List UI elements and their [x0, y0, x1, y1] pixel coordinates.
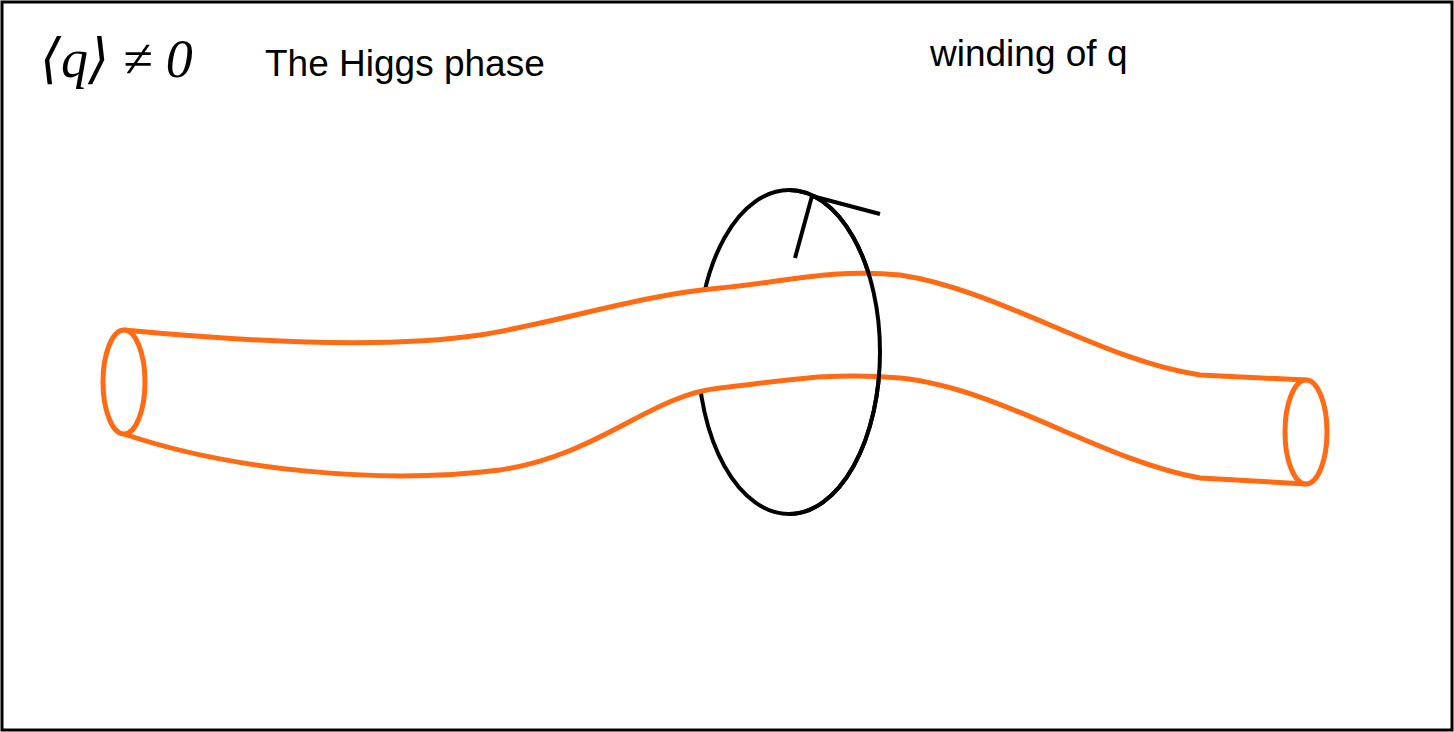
tube-fill [124, 273, 1306, 484]
tube-edge [124, 273, 1306, 380]
tube-end [1285, 380, 1327, 484]
winding-label: winding of q [930, 34, 1127, 75]
tube-edge [124, 376, 1306, 484]
tube-end [103, 330, 145, 434]
order-parameter: ⟨q⟩ ≠ 0 [40, 30, 193, 89]
winding-arrow [795, 196, 880, 258]
phase-label: The Higgs phase [265, 44, 545, 85]
winding-loop [789, 190, 880, 514]
